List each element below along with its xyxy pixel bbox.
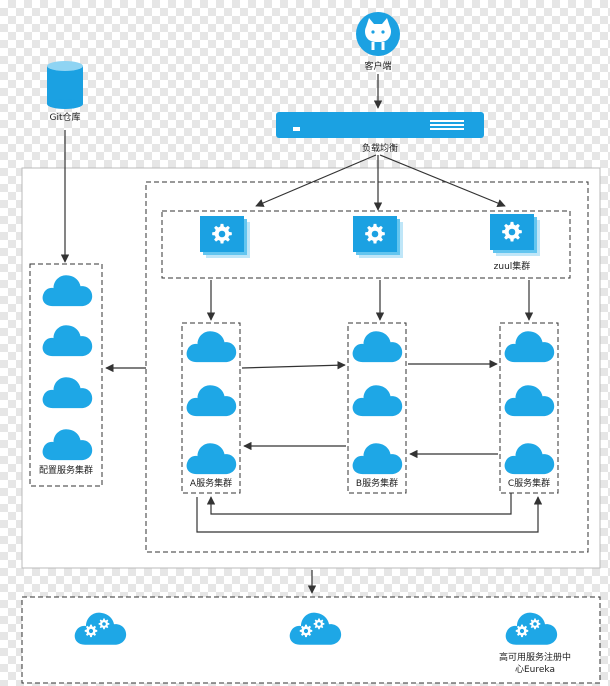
git-label: Git仓库 bbox=[49, 113, 81, 123]
edge-lb-zuul-a bbox=[255, 154, 377, 207]
cluster-a-label: A服务集群 bbox=[189, 479, 233, 489]
database-icon bbox=[47, 61, 83, 109]
eureka-label-line2: 心Eureka bbox=[515, 665, 555, 675]
edge-c-a-loop bbox=[206, 493, 512, 515]
cluster-b-label: B服务集群 bbox=[355, 479, 399, 489]
gear-icon bbox=[365, 223, 385, 244]
edge-lb-zuul-c bbox=[379, 154, 506, 208]
gear-icon bbox=[212, 223, 232, 244]
zuul-node bbox=[200, 216, 250, 258]
eureka-label-line1: 高可用服务注册中 bbox=[498, 653, 571, 663]
zuul-node bbox=[353, 216, 403, 258]
gear-icon bbox=[502, 221, 522, 242]
config-cluster-label: 配置服务集群 bbox=[38, 466, 93, 476]
load-balancer-label: 负载均衡 bbox=[361, 144, 398, 154]
connectors bbox=[60, 74, 543, 594]
zuul-cluster-label: zuul集群 bbox=[493, 262, 531, 272]
edge-a-c-loop bbox=[196, 496, 543, 533]
cluster-c-label: C服务集群 bbox=[507, 479, 551, 489]
server-icon bbox=[276, 112, 484, 138]
edge-a-b bbox=[241, 361, 346, 370]
client-label: 客户端 bbox=[364, 62, 392, 72]
zuul-node bbox=[490, 214, 540, 256]
github-icon bbox=[356, 12, 400, 56]
